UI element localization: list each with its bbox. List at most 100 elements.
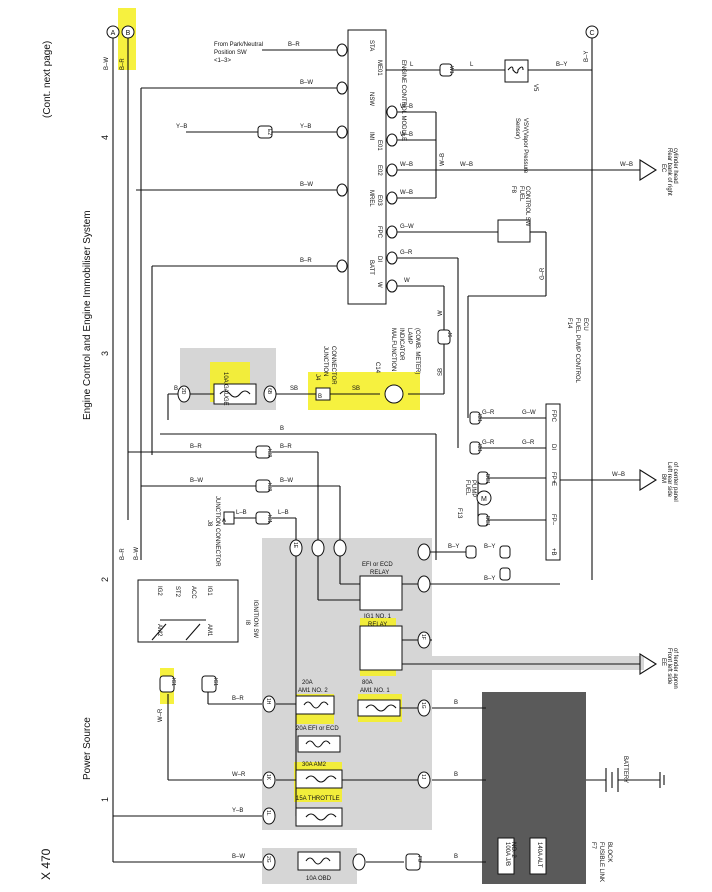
ground-bm-desc2: of center panel: [672, 462, 678, 502]
page-id: X 470: [39, 848, 53, 880]
wire-g-w-2: G–W: [522, 410, 536, 416]
connector-b-label: B: [126, 30, 131, 37]
ecm-pin-imi: IMI: [368, 132, 374, 141]
section-power-source: Power Source: [82, 717, 93, 780]
wire-w-b-6: W–B: [620, 162, 633, 168]
ig-sw-term-am1: AM1: [206, 624, 212, 637]
wire-vert-sb: SB: [438, 368, 444, 376]
fusible-link-label-1: FUSIBLE LINK: [598, 842, 604, 882]
ground-bm-symbol: [639, 469, 658, 491]
wire-vert-g-r: G–R: [540, 267, 546, 280]
wire-b-1: B: [174, 386, 178, 392]
fuse-am1-no2: [295, 695, 335, 715]
wire-w-b-2: W–B: [400, 132, 413, 138]
wire-w-b-1: W–B: [400, 104, 413, 110]
fuse-am2-label: 30A AM2: [302, 762, 327, 768]
efi-relay-label-2: RELAY: [370, 570, 389, 576]
fuse-efi: [297, 735, 341, 753]
vsv-coil-symbol: [507, 66, 524, 74]
wire-b-w-2: B–W: [190, 478, 203, 484]
wire-vert-w-r: W–R: [158, 708, 164, 722]
fusible-link-label-2: BLOCK: [606, 842, 612, 862]
connector-top-b: [121, 25, 135, 39]
fuse-efi-label: 20A EFI or ECD: [296, 726, 339, 732]
ground-ee-symbol: [639, 653, 658, 675]
wire-w-b-7: W–B: [612, 472, 625, 478]
wire-b-3: B: [454, 700, 458, 706]
fp-ecu-pin-b: +B: [550, 548, 556, 556]
conn-1l-label: 1L: [265, 810, 271, 816]
efi-relay-label-1: EFI or ECD: [362, 562, 393, 568]
wire-g-w: G–W: [400, 224, 414, 230]
vsv-label-1: VSV(Vapor Pressure: [522, 118, 528, 174]
fuse-symbol-gauge: [219, 390, 251, 398]
conn-1h-label: 1H: [265, 698, 271, 705]
fuse-symbol-am1-no1: [365, 704, 397, 712]
wire-w-b-4: W–B: [400, 190, 413, 196]
ground-ee-desc2: of fender apron: [672, 648, 678, 689]
connector-ig2-c: [465, 545, 477, 559]
fuse-am2: [295, 769, 343, 789]
mil-label-3: LAMP: [406, 328, 412, 344]
wire-trunk-b: B–R: [120, 58, 126, 70]
wire-b-r-3: B–R: [280, 444, 292, 450]
wire-l-2: L: [470, 62, 474, 68]
ecm-pin-nsw: NSW: [368, 92, 374, 106]
wire-sb-1: SB: [290, 386, 298, 392]
from-label-1: From Park/Neutral: [214, 42, 263, 48]
fuse-symbol-efi: [305, 740, 331, 748]
wire-vert-b-r: B–R: [120, 548, 126, 560]
vsv-box: [504, 59, 529, 83]
j4-label-1: JUNCTION: [322, 346, 328, 376]
connector-j6: [437, 329, 451, 345]
fp-ecu-pin-fpminus: FP–: [550, 514, 556, 526]
ground-ee-band: [432, 656, 644, 670]
wire-l-b-1: L–B: [236, 510, 247, 516]
ecm-box: [347, 29, 387, 305]
ground-ec-desc1: Rear bank of right: [666, 148, 672, 196]
fuel-pump-id: F13: [456, 508, 462, 519]
cont-next-page: (Cont. next page): [42, 41, 53, 118]
ig1-relay-label-2: RELAY: [368, 622, 387, 628]
grid-num-3: 3: [100, 351, 110, 356]
fuel-sw-id: F8: [510, 186, 516, 194]
grid-num-2: 2: [100, 577, 110, 582]
conn-id1-label-b: ID1: [476, 444, 482, 452]
ground-ec-symbol: [639, 159, 658, 181]
ecm-pin-e01: E01: [376, 140, 382, 151]
wire-sb-2: SB: [352, 386, 360, 392]
connector-bc1-a: [477, 471, 489, 485]
fuse-am1-no1: [357, 699, 401, 717]
wire-b-5: B: [454, 854, 458, 860]
conn-1j-label: 1J: [420, 774, 426, 780]
fp-ecu-pin-e: E: [550, 482, 556, 486]
battery-label: BATTERY: [622, 756, 628, 783]
ecm-pin-mrel: MREL: [368, 190, 374, 207]
connector-id1-a: [469, 411, 481, 425]
conn-2g-label: 2G: [265, 856, 271, 863]
wire-g-r-4: G–R: [522, 440, 535, 446]
conn-ig2-label-b: IG2: [266, 483, 272, 491]
ig-sw-term-am2: AM2: [156, 624, 162, 637]
mil-label-4: (COMB. METER): [414, 328, 420, 374]
fuse-obd: [297, 851, 341, 871]
ig-sw-term-ig2: IG2: [156, 586, 162, 596]
wire-w-b-3: W–B: [400, 162, 413, 168]
gauge-fuse-label: 10A GAUGE: [222, 372, 228, 406]
connector-ig2-a: [255, 445, 271, 459]
j8-id: J8: [206, 520, 212, 527]
conn-bc1-label-a: BC1: [484, 474, 490, 484]
wire-b-r-2: B–R: [190, 444, 202, 450]
mil-id: C14: [374, 362, 380, 374]
ecm-pin-di: DI: [376, 256, 382, 262]
from-label-3: <1–3>: [214, 58, 232, 64]
wire-b-w-nsw: B–W: [300, 80, 313, 86]
wire-b-w-3: B–W: [280, 478, 293, 484]
engine-room-junction-block: [262, 538, 432, 830]
connector-id1-c: [499, 545, 511, 559]
connector-ig2-b: [255, 479, 271, 493]
fuel-control-sw-box: [497, 219, 531, 243]
fuel-pump-m: M: [481, 496, 487, 503]
fp-ecu-pin-fpc: FPC: [550, 410, 556, 423]
wire-b-2: B: [280, 426, 284, 432]
